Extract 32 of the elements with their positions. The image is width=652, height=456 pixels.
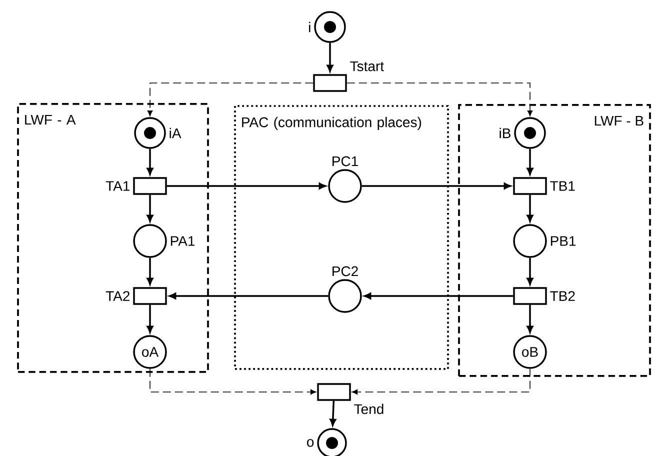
arrow (146, 304, 154, 333)
place-label: iB (500, 128, 510, 138)
arrow (352, 368, 530, 395)
place-label: TA1 (106, 181, 130, 191)
place-label: TB1 (550, 181, 575, 191)
place-label: PC2 (332, 266, 358, 276)
arrow (146, 148, 154, 175)
arrow (526, 194, 534, 222)
arrow (150, 368, 316, 395)
place-label: TB2 (550, 291, 575, 301)
arrow (166, 182, 326, 190)
arrow (362, 182, 511, 190)
place-label: iA (170, 128, 182, 138)
arrow (146, 194, 154, 222)
arrow (526, 258, 534, 285)
arrow (147, 82, 314, 116)
arrow (169, 292, 328, 300)
arrow (526, 304, 534, 333)
place-label: Tstart (350, 61, 384, 72)
place-label: PA1 (170, 236, 195, 246)
place-label: i (309, 22, 310, 32)
arrow (346, 82, 533, 116)
place-label: o (307, 439, 314, 447)
arrow (146, 258, 154, 285)
place-label: TA2 (106, 291, 130, 301)
arrow (526, 148, 534, 175)
arrow (364, 292, 514, 300)
place-label: PB1 (550, 236, 576, 246)
arrow (330, 400, 336, 426)
arrow (326, 42, 334, 72)
place-label: PC1 (332, 156, 358, 166)
place-label: Tend (354, 404, 384, 414)
